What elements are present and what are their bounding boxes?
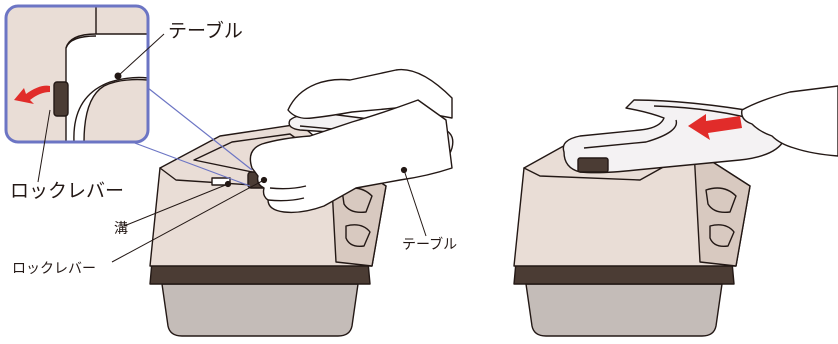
left-hands [250, 70, 452, 213]
inset-detail [6, 6, 148, 142]
right-bottom-tray [526, 284, 722, 336]
label-table-right: テーブル [402, 238, 457, 252]
label-lock-lever-small: ロックレバー [12, 262, 96, 276]
label-lock-lever-large: ロックレバー [10, 182, 124, 201]
label-groove: 溝 [114, 222, 128, 236]
right-lock-lever [578, 158, 608, 172]
inset-lock-lever [54, 82, 68, 116]
label-table-top: テーブル [168, 22, 243, 41]
left-bottom-tray [162, 284, 358, 336]
